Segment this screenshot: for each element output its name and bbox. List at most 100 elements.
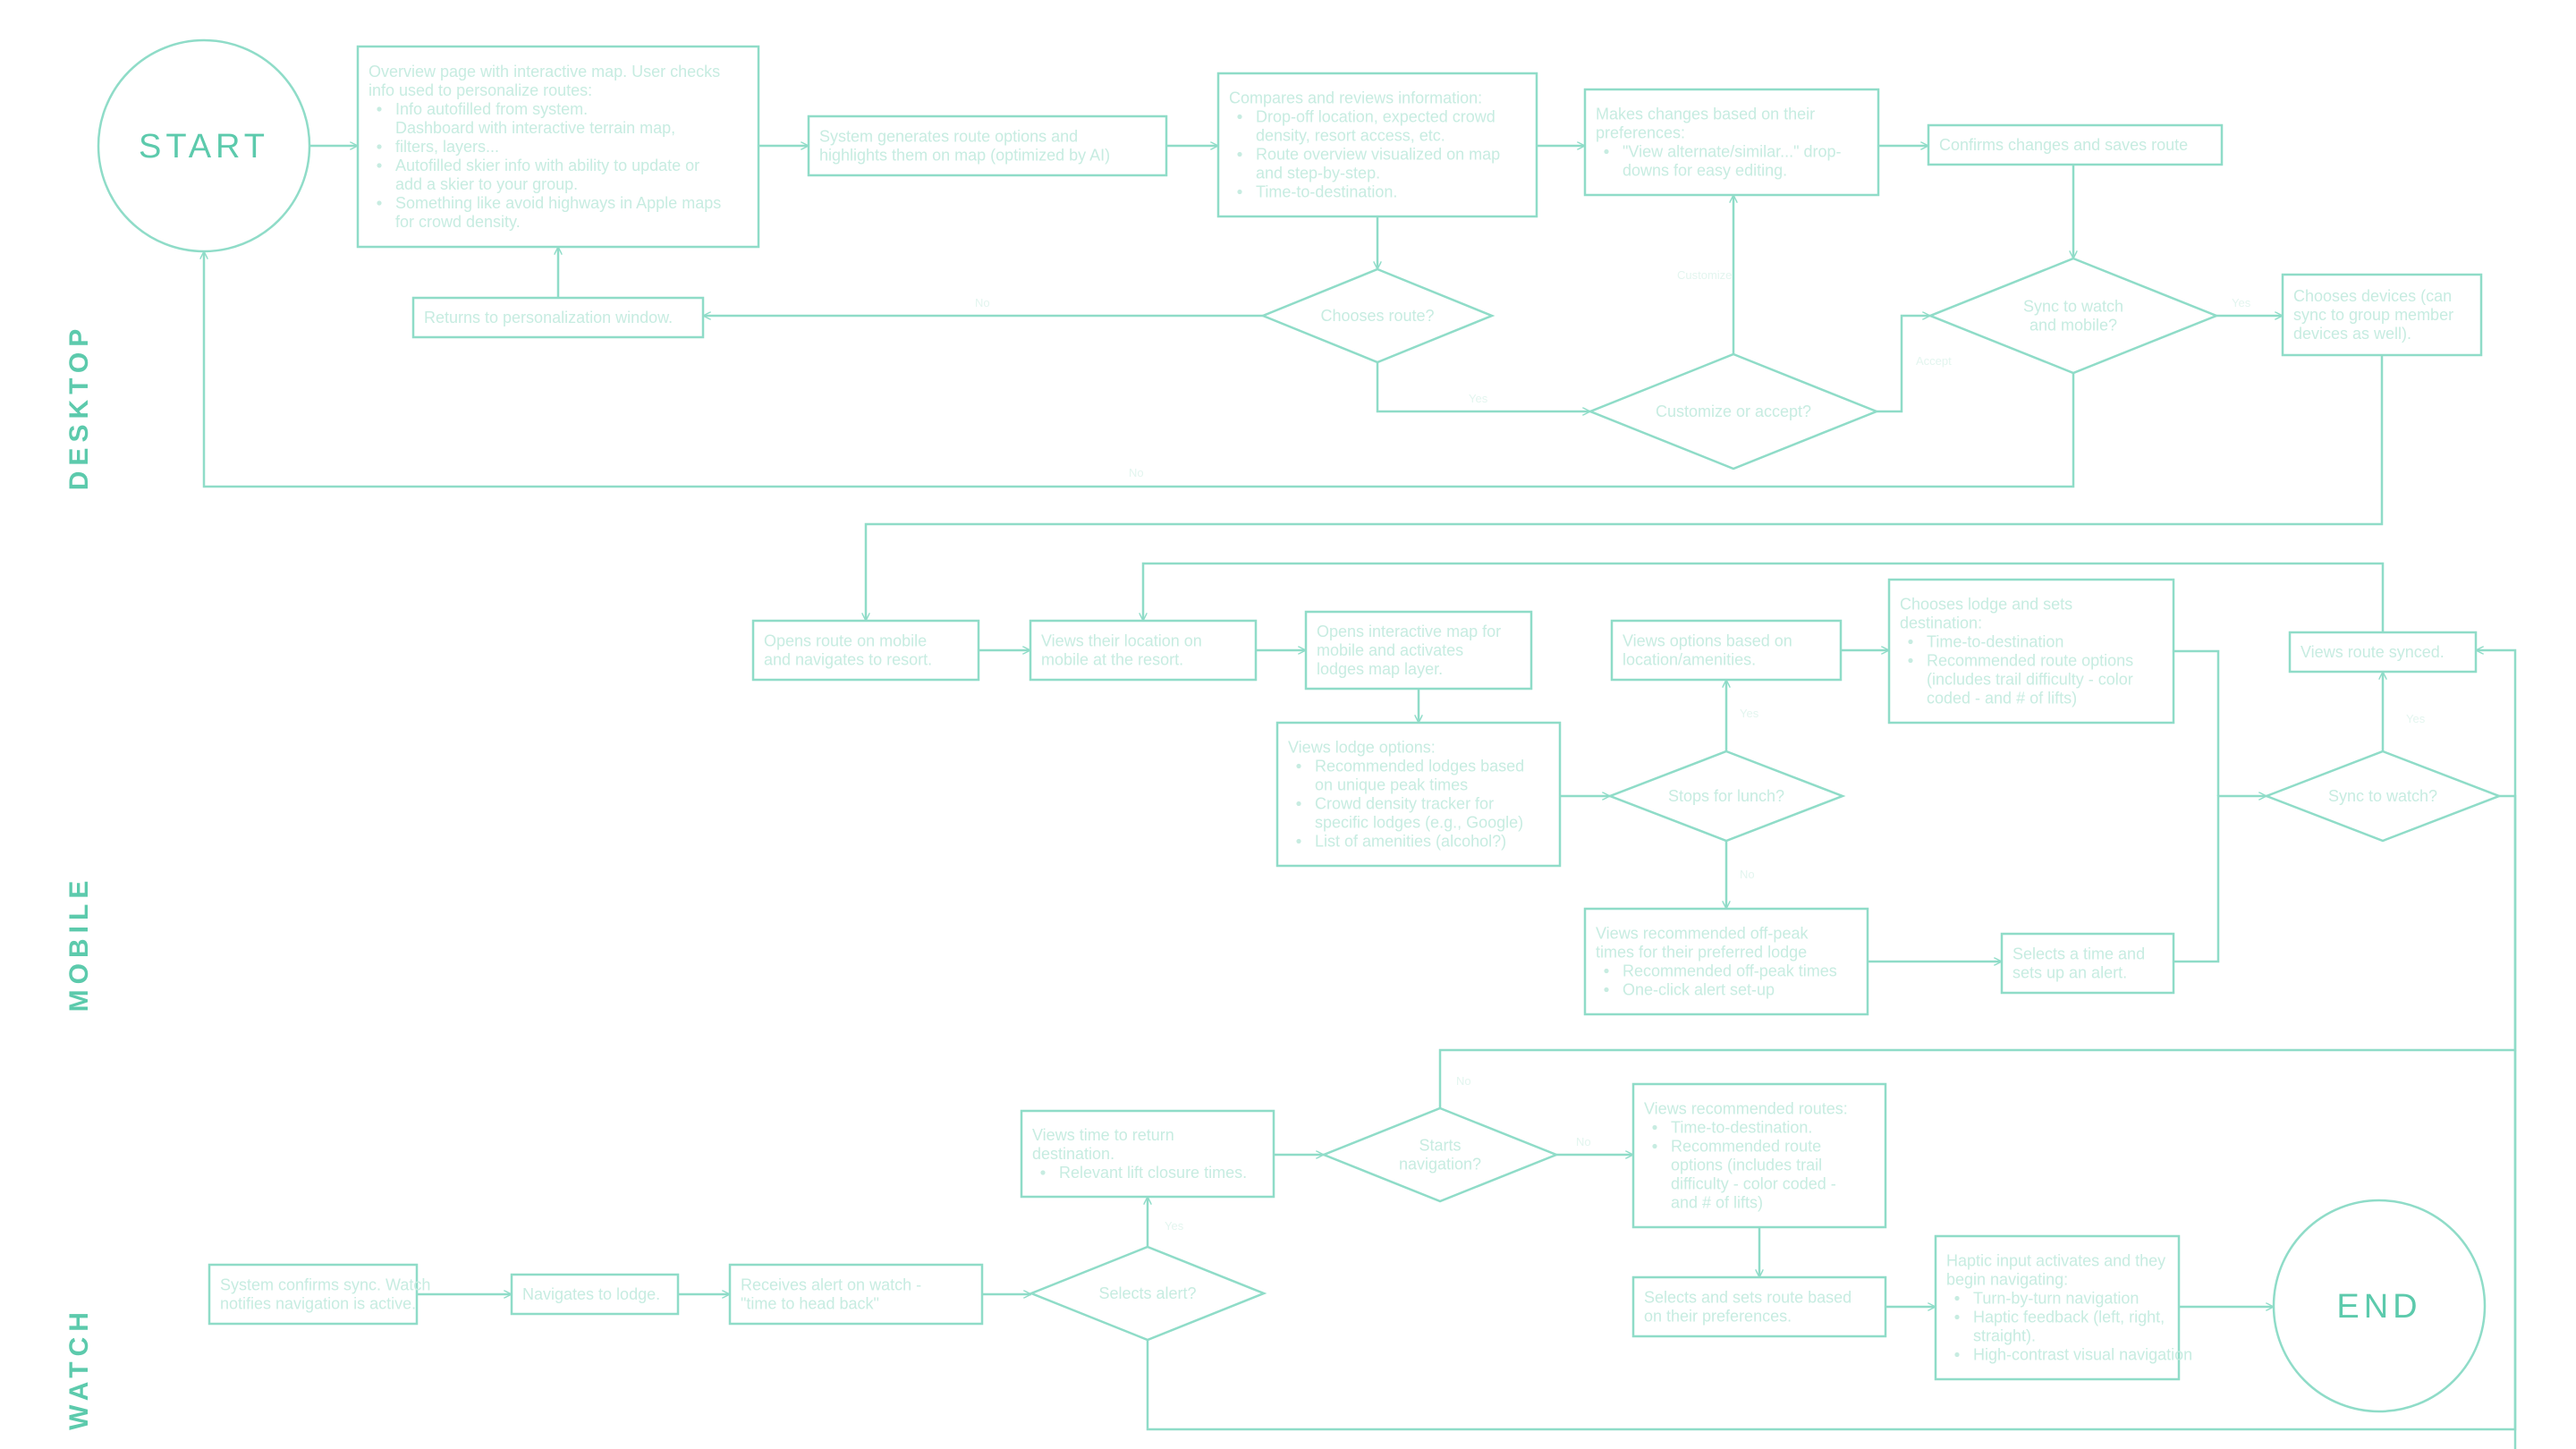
edge-label: Customize	[1677, 268, 1732, 282]
node-bullet-text: Autofilled skier info with ability to up…	[395, 157, 699, 174]
node-bullet-text: Recommended route options	[1927, 652, 2133, 670]
bullet-icon	[1652, 1143, 1657, 1149]
node-text-line: Views their location on	[1041, 632, 1202, 650]
confirms-step: Confirms changes and saves route	[1927, 123, 2224, 166]
node-text-line: Chooses lodge and sets	[1900, 596, 2072, 614]
node-text-line: Stops for lunch?	[1668, 787, 1784, 805]
node-bullet-text: for crowd density.	[395, 213, 521, 231]
chooses-route-decision: Chooses route?	[1259, 267, 1496, 364]
node-text-line: sets up an alert.	[2012, 964, 2127, 982]
bullet-icon	[377, 200, 382, 206]
compares-step: Compares and reviews information:Drop-of…	[1216, 72, 1538, 218]
terminal-label: END	[2336, 1288, 2421, 1326]
node-bullet-text: options (includes trail	[1671, 1157, 1822, 1174]
node-bullet-text: Crowd density tracker for	[1315, 795, 1494, 813]
node-bullet-text: coded - and # of lifts)	[1927, 690, 2077, 708]
node-bullet-text: Recommended route	[1671, 1138, 1821, 1156]
node-bullet-text: List of amenities (alcohol?)	[1315, 833, 1506, 851]
node-text-line: destination:	[1900, 614, 1982, 632]
views-route-synced-step: Views route synced.	[2288, 631, 2478, 674]
node-text-line: destination.	[1032, 1145, 1114, 1163]
connector-selects-alert-no-loop	[1146, 1050, 2517, 1431]
bullet-icon	[1237, 189, 1242, 195]
node-text-line: Views options based on	[1623, 632, 1792, 650]
node-bullet-text: add a skier to your group.	[395, 175, 578, 193]
node-text-line: Chooses route?	[1320, 307, 1434, 325]
node-text-line: begin navigating:	[1946, 1271, 2068, 1289]
node-bullet-text: straight).	[1973, 1327, 2036, 1345]
bullet-icon	[1908, 657, 1913, 664]
edge-label: Yes	[2406, 712, 2426, 725]
selects-alert-decision: Selects alert?	[1028, 1245, 1267, 1342]
node-bullet-text: Recommended lodges based	[1315, 758, 1524, 775]
node-text-line: highlights them on map (optimized by AI)	[819, 147, 1110, 165]
node-text-line: Views lodge options:	[1288, 739, 1436, 757]
node-text-line: Selects and sets route based	[1644, 1289, 1852, 1307]
node-bullet-text: Relevant lift closure times.	[1059, 1164, 1247, 1182]
node-text-line: System generates route options and	[819, 128, 1078, 146]
node-text-line: navigation?	[1399, 1156, 1481, 1174]
node-bullet-text: Turn-by-turn navigation	[1973, 1290, 2139, 1308]
node-bullet-text: Info autofilled from system.	[395, 100, 588, 118]
node-text-line: Customize or accept?	[1656, 402, 1811, 420]
lane-label-watch: WATCH	[64, 1307, 94, 1430]
end-terminal: END	[2272, 1199, 2487, 1413]
edge-label: Accept	[1916, 354, 1952, 368]
node-text-line: Returns to personalization window.	[424, 309, 673, 326]
node-bullet-text: (includes trail difficulty - color	[1927, 671, 2133, 689]
node-bullet-text: Recommended off-peak times	[1623, 962, 1837, 980]
connector-sync-watch-to-system-confirms	[2499, 794, 2517, 1449]
node-text-line: Views route synced.	[2301, 643, 2445, 661]
node-text-line: Opens route on mobile	[764, 632, 927, 650]
node-text-line: Views time to return	[1032, 1126, 1174, 1144]
node-text-line: Navigates to lodge.	[522, 1285, 660, 1303]
chooses-lodge-step: Chooses lodge and setsdestination:Time-t…	[1887, 578, 2175, 724]
node-text-line: Starts	[1419, 1137, 1461, 1155]
node-bullet-text: One-click alert set-up	[1623, 981, 1775, 999]
node-text-line: devices as well).	[2293, 325, 2411, 343]
customize-decision: Customize or accept?	[1587, 352, 1880, 470]
node-text-line: and navigates to resort.	[764, 651, 932, 669]
lane-label-mobile: MOBILE	[64, 876, 94, 1013]
sync-watch-decision: Sync to watch?	[2263, 750, 2503, 843]
node-text-line: preferences:	[1596, 124, 1685, 142]
bullet-icon	[1296, 763, 1301, 769]
bullet-icon	[1652, 1124, 1657, 1131]
connector-chooses-lodge-to-sync-watch	[2174, 649, 2220, 796]
terminal-label: START	[139, 128, 269, 165]
node-bullet-text: Time-to-destination.	[1256, 183, 1397, 201]
node-text-line: notifies navigation is active.	[220, 1295, 416, 1313]
node-bullet-text: Time-to-destination	[1927, 633, 2063, 651]
bullet-icon	[1954, 1314, 1960, 1320]
bullet-icon	[377, 144, 382, 149]
bullet-icon	[377, 163, 382, 168]
connector-sync-no-to-start	[204, 251, 2075, 488]
node-bullet-text: High-contrast visual navigation	[1973, 1346, 2192, 1364]
connector-selects-time-to-sync-watch	[2174, 796, 2267, 963]
bullet-icon	[377, 106, 382, 112]
bullet-icon	[1908, 639, 1913, 645]
start-terminal: START	[97, 38, 311, 253]
bullet-icon	[1237, 151, 1242, 157]
bullet-icon	[1296, 838, 1301, 844]
node-text-line: Sync to watch?	[2328, 787, 2437, 805]
node-bullet-text: Haptic feedback (left, right,	[1973, 1309, 2165, 1326]
node-text-line: Chooses devices (can	[2293, 287, 2452, 305]
node-text-line: Selects a time and	[2012, 945, 2145, 963]
node-text-line: Overview page with interactive map. User…	[369, 63, 720, 80]
node-text-line: sync to group member	[2293, 306, 2453, 324]
edge-label: No	[1740, 868, 1755, 881]
node-text-line: on their preferences.	[1644, 1308, 1792, 1326]
bullet-icon	[1604, 148, 1609, 155]
node-bullet-text: Dashboard with interactive terrain map,	[395, 119, 675, 137]
node-bullet-text: Something like avoid highways in Apple m…	[395, 194, 721, 212]
node-bullet-text: filters, layers...	[395, 138, 499, 156]
node-text-line: mobile at the resort.	[1041, 651, 1183, 669]
